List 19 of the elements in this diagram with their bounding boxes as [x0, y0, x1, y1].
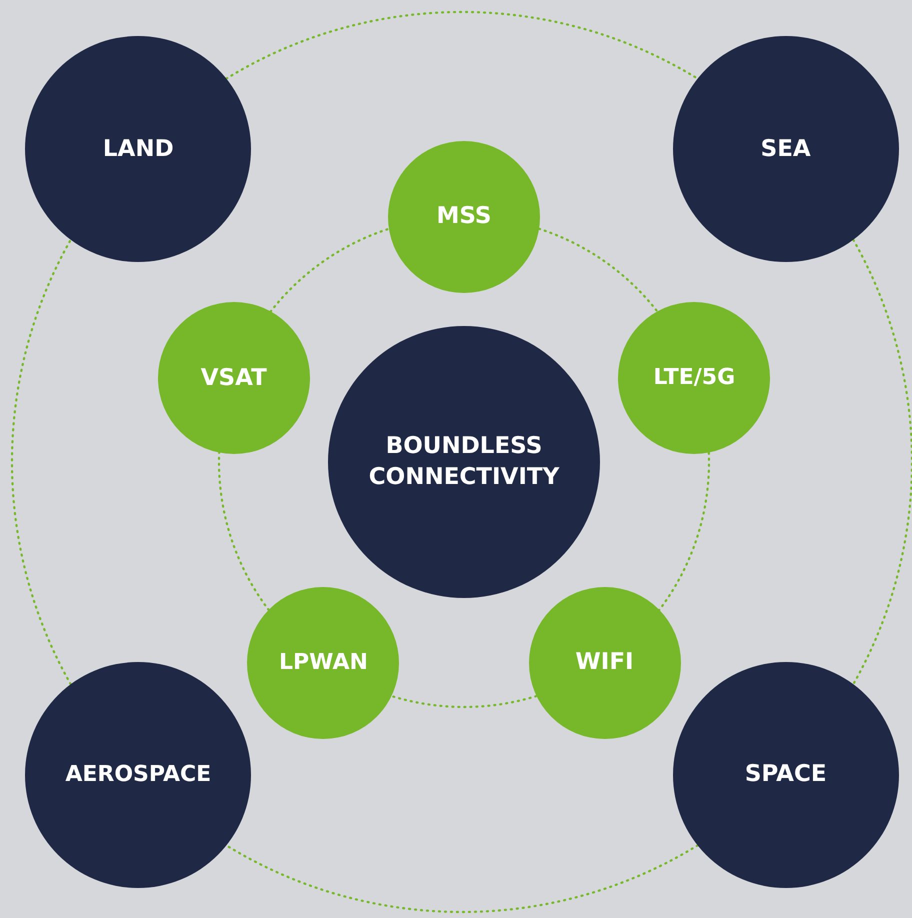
- node-label: AEROSPACE: [65, 760, 212, 789]
- dotted-connector: [390, 695, 538, 708]
- dotted-connector: [10, 238, 72, 686]
- dotted-connector: [538, 228, 659, 313]
- dotted-connector: [225, 12, 699, 80]
- node-label: LAND: [102, 134, 174, 164]
- dotted-connector: [269, 228, 390, 313]
- node-label: LPWAN: [279, 648, 368, 677]
- dotted-connector: [218, 452, 270, 612]
- node-label: MSS: [436, 202, 492, 232]
- node-label: VSAT: [200, 364, 267, 393]
- node-label: BOUNDLESS CONNECTIVITY: [368, 432, 560, 492]
- node-label: LTE/5G: [653, 364, 736, 392]
- node-label: WIFI: [575, 648, 634, 678]
- dotted-connector: [225, 844, 699, 912]
- dotted-connector: [852, 238, 912, 686]
- dotted-connector: [658, 452, 710, 612]
- node-label: SEA: [760, 134, 811, 164]
- node-label: SPACE: [744, 760, 827, 790]
